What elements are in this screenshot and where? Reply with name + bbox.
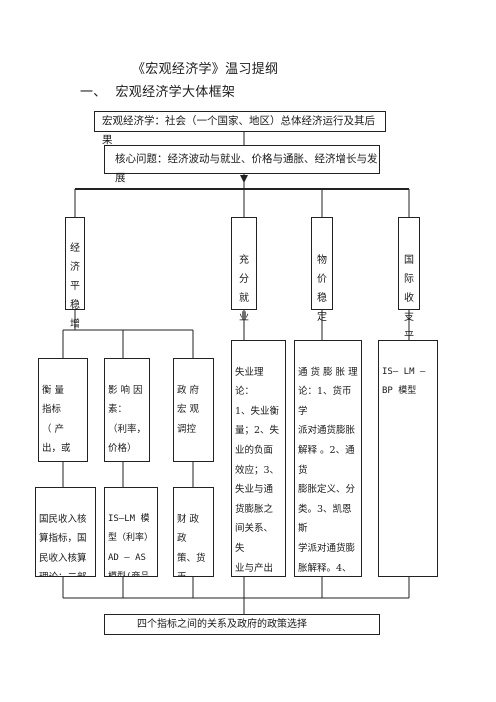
section-heading: 一、 宏观经济学大体框架 — [80, 85, 236, 100]
inflation-theory-box: 通 货 膨 胀 理 论：1、货币学 派对通货膨胀 解释 。2、通货 膨胀定义、分… — [294, 340, 362, 577]
column-stable-growth: 经 济 平 稳 增 — [65, 217, 85, 330]
islm-model-box: IS—LM 模 型（利率） AD — AS 模型(商品 — [104, 487, 158, 577]
core-issue-box: 核心问题：经济波动与就业、价格与通胀、经济增长与发展 — [104, 145, 380, 184]
column-price-stability-label: 物 价 稳 定 — [317, 255, 327, 323]
fiscal-policy-box: 财 政 政 策、货币 政策：工 具 ： 效 — [173, 487, 214, 577]
column-full-employment-label: 充 分 就 业 — [239, 255, 249, 323]
column-stable-growth-label: 经 济 平 稳 增 — [70, 243, 80, 330]
inflation-theory-text: 通 货 膨 胀 理 论：1、货币学 派对通货膨胀 解释 。2、通货 膨胀定义、分… — [298, 366, 358, 574]
islm-model-text: IS—LM 模 型（利率） AD — AS 模型(商品 — [108, 513, 154, 576]
policy-choice-text: 四个指标之间的关系及政府的政策选择 — [137, 619, 307, 630]
core-issue-text: 核心问题：经济波动与就业、价格与通胀、经济增长与发展 — [115, 153, 378, 184]
column-price-stability: 物 价 稳 定 — [311, 217, 333, 323]
gov-control-text: 政 府 宏 观 调控 — [177, 384, 200, 435]
column-full-employment: 充 分 就 业 — [231, 217, 257, 323]
fiscal-policy-text: 财 政 政 策、货币 政策：工 具 ： 效 — [177, 513, 206, 576]
column-intl-balance-label: 国 际 收 支 平 — [404, 255, 414, 342]
unemployment-theory-text: 失业理论： 1、失业衡 量；2、失 业的负面 效应；3、 失业与通 货膨胀之 间… — [235, 366, 280, 574]
unemployment-theory-box: 失业理论： 1、失业衡 量；2、失 业的负面 效应；3、 失业与通 货膨胀之 间… — [231, 340, 286, 577]
column-intl-balance: 国 际 收 支 平 — [398, 217, 420, 342]
influence-factor-text: 影 响 因 素： （利率， 价格） — [108, 384, 147, 455]
macro-definition-box: 宏观经济学：社会（一个国家、地区）总体经济运行及其后果 — [94, 111, 386, 146]
national-income-box: 国民收入核 算指标，国 民收入核算 理论：二部 — [35, 487, 96, 577]
national-income-text: 国民收入核 算指标，国 民收入核算 理论：二部 — [39, 513, 87, 576]
arrow-down-icon — [240, 175, 248, 183]
islmbp-model-box: IS— LM — BP 模型 — [378, 340, 438, 577]
policy-choice-box: 四个指标之间的关系及政府的政策选择 — [104, 614, 380, 635]
measure-indicator-box: 衡 量 指标 （ 产 出，或 均 衡 — [38, 358, 88, 462]
gov-control-box: 政 府 宏 观 调控 — [173, 358, 214, 462]
macro-definition-text: 宏观经济学：社会（一个国家、地区）总体经济运行及其后果 — [102, 115, 375, 146]
islmbp-model-text: IS— LM — BP 模型 — [382, 366, 426, 397]
measure-indicator-text: 衡 量 指标 （ 产 出，或 均 衡 — [42, 384, 71, 455]
doc-title: 《宏观经济学》温习提纲 — [132, 62, 279, 77]
influence-factor-box: 影 响 因 素： （利率， 价格） — [104, 358, 150, 462]
